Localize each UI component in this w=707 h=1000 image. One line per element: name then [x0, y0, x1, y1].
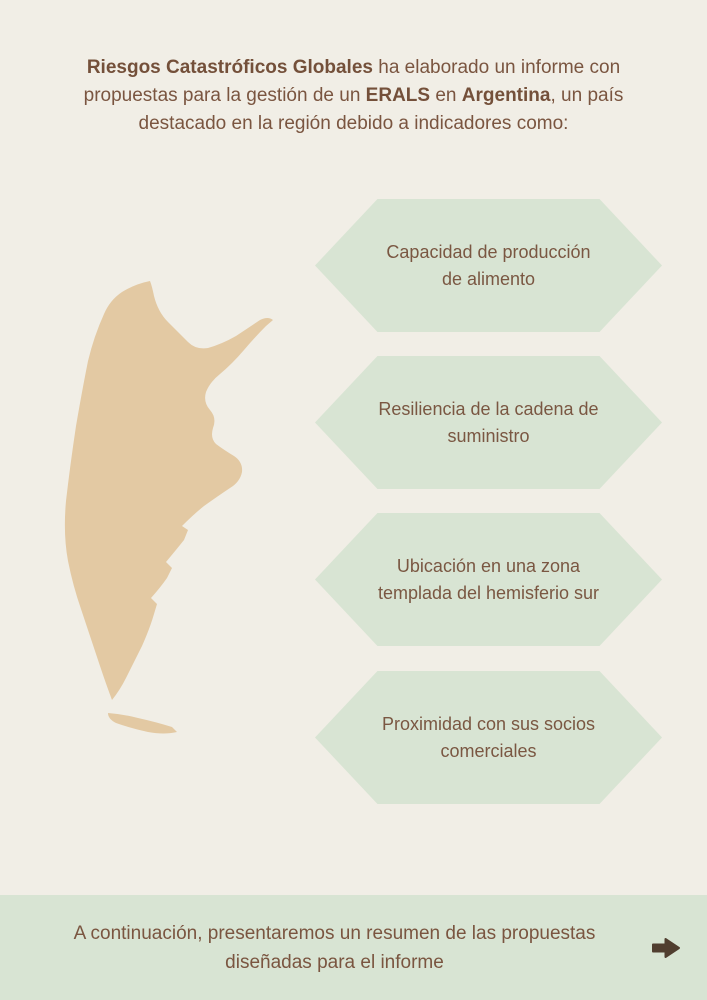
intro-line-1: Riesgos Catastróficos Globales ha elabor…	[0, 54, 707, 82]
indicator-hexagon-food-production: Capacidad de producción de alimento	[315, 199, 662, 332]
next-arrow-icon	[651, 936, 681, 960]
intro-line-2: propuestas para la gestión de un ERALS e…	[0, 82, 707, 110]
argentina-term: Argentina	[461, 85, 551, 106]
hexagon-label-line: Capacidad de producción	[386, 241, 591, 262]
indicator-hexagon-supply-chain: Resiliencia de la cadena de suministro	[315, 356, 662, 489]
hexagon-label-line: comerciales	[440, 740, 537, 761]
intro-text-run: en	[430, 85, 462, 106]
hexagon-label-line: Ubicación en una zona	[396, 555, 581, 576]
intro-text-run: propuestas para la gestión de un	[83, 85, 366, 106]
footer-banner: A continuación, presentaremos un resumen…	[0, 895, 707, 1000]
org-name: Riesgos Catastróficos Globales	[86, 57, 373, 78]
hexagon-label-line: templada del hemisferio sur	[377, 582, 600, 603]
intro-text-run: ha elaborado un informe con	[372, 57, 621, 78]
indicator-hexagon-temperate-zone: Ubicación en una zona templada del hemis…	[315, 513, 662, 646]
hexagon-label-line: Proximidad con sus socios	[381, 713, 596, 734]
intro-text-run: destacado en la región debido a indicado…	[138, 113, 569, 134]
argentina-map	[60, 276, 280, 746]
hexagon-label-line: Resiliencia de la cadena de	[378, 398, 599, 419]
intro-paragraph: Riesgos Catastróficos Globales ha elabor…	[0, 54, 707, 138]
argentina-silhouette	[64, 281, 273, 734]
intro-text-run: , un país	[550, 85, 624, 106]
footer-text-line: diseñadas para el informe	[225, 951, 444, 973]
hexagon-label-line: suministro	[447, 425, 530, 446]
indicator-hexagon-trade-partners: Proximidad con sus socios comerciales	[315, 671, 662, 804]
hexagon-label-line: de alimento	[441, 268, 536, 289]
footer-text-line: A continuación, presentaremos un resumen…	[73, 922, 596, 944]
intro-line-3: destacado en la región debido a indicado…	[0, 110, 707, 138]
erals-term: ERALS	[365, 85, 431, 106]
